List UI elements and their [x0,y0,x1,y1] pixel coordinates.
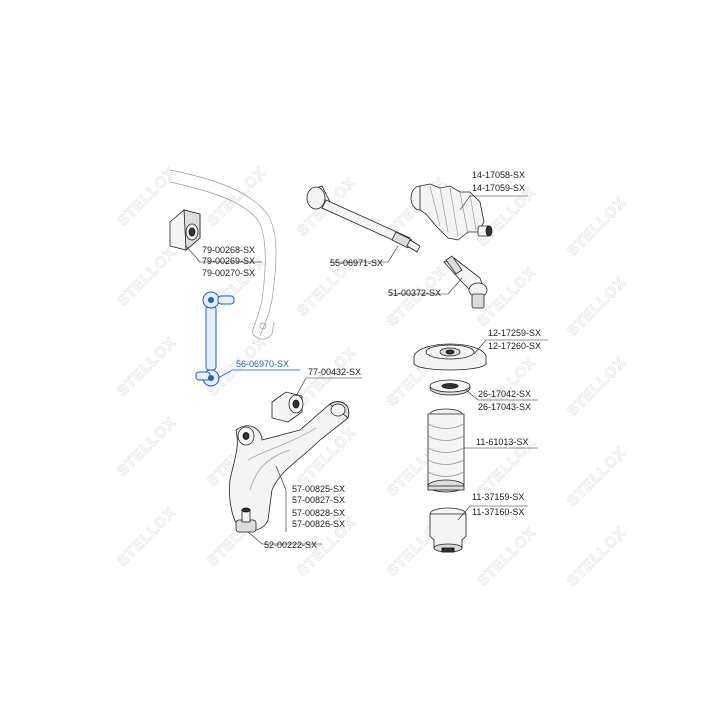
inner-tie-rod[interactable] [306,185,421,253]
strut-mount[interactable] [413,343,487,371]
control-arm-label-2: 57-00827-SX [292,495,345,505]
bump-stop-leader [457,505,528,521]
watermark-text: STELLOX [114,164,180,230]
bump-stop-label-1: 11-37159-SX [472,492,524,502]
ball-joint-leader [247,531,322,545]
tie-rod-end-label: 51-00372-SX [388,288,441,298]
stab-link-label[interactable]: 56-06970-SX [236,359,289,369]
stab-bushing-label-3: 79-00270-SX [202,268,255,278]
strut-mount-label-2: 12-17260-SX [488,341,541,351]
boot-label-2: 14-17059-SX [472,183,525,193]
stab-bushing-label-2: 79-00269-SX [202,256,255,266]
steering-boot[interactable] [410,183,493,241]
control-arm-label-3: 57-00828-SX [292,508,345,518]
bearing-label-1: 26-17042-SX [478,389,531,399]
strut-bearing[interactable] [429,379,471,396]
tie-rod-leader [330,245,399,263]
boot-label-1: 14-17058-SX [472,170,525,180]
watermark-text: STELLOX [564,194,630,260]
stabilizer-link[interactable] [195,291,235,387]
watermark-text: STELLOX [564,274,630,340]
arm-bushing-leader [295,377,362,397]
bearing-leader [465,389,538,401]
ball-joint-label: 52-00222-SX [264,540,317,550]
tie-rod-end[interactable] [443,255,488,309]
watermark-text: STELLOX [564,524,630,590]
watermark-text: STELLOX [114,244,180,310]
ball-joint[interactable] [235,507,257,533]
stab-bushing-leader [185,245,262,263]
boot-leader [459,195,528,211]
tie-rod-label: 55-06971-SX [330,258,383,268]
stabilizer-bar-outline [169,169,277,340]
strut-mount-leader [473,339,548,355]
watermark-text: STELLOX [114,504,180,570]
part-labels: 79-00268-SX 79-00269-SX 79-00270-SX 56-0… [202,170,541,550]
bump-stop-label-2: 11-37160-SX [472,507,524,517]
bump-stop[interactable] [429,507,467,553]
control-arm-bushing[interactable] [271,391,304,423]
watermark-text: STELLOX [564,354,630,420]
control-arm-label-4: 57-00826-SX [292,519,345,529]
bearing-label-2: 26-17043-SX [478,402,531,412]
arm-bushing-label: 77-00432-SX [308,367,361,377]
dust-boot[interactable] [427,408,465,493]
stab-link-leader [217,369,300,379]
watermark-text: STELLOX [114,414,180,480]
stab-bushing-label-1: 79-00268-SX [202,245,255,255]
stabilizer-bushing[interactable] [169,209,201,251]
watermark-text: STELLOX [564,444,630,510]
control-arm-leader [275,465,287,532]
watermark-text: STELLOX [204,164,270,230]
watermark-text: STELLOX [474,184,540,250]
watermark-text: STELLOX [114,334,180,400]
tie-rod-end-leader [390,277,463,295]
lower-control-arm[interactable] [229,401,350,532]
watermark-text: STELLOX [474,524,540,590]
strut-mount-label-1: 12-17259-SX [488,328,541,338]
dust-boot-label: 11-61013-SX [476,437,528,447]
control-arm-label-1: 57-00825-SX [292,484,345,494]
